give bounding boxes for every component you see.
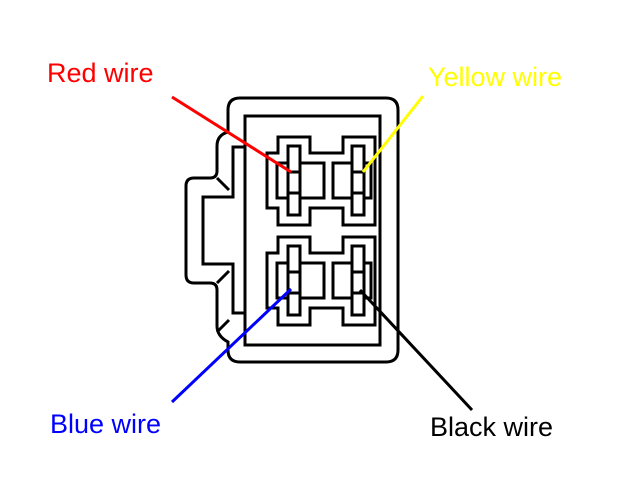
terminal-pin — [286, 144, 302, 217]
connector-housing — [184, 96, 400, 364]
terminal-pin — [286, 244, 302, 317]
terminal-pin — [350, 244, 366, 317]
terminal-pin — [350, 144, 366, 217]
yellow-wire-label: Yellow wire — [428, 62, 563, 92]
yellow-wire-line — [361, 95, 425, 173]
blue-wire-line — [170, 287, 293, 404]
red-wire-label: Red wire — [47, 58, 154, 88]
cavity-outline — [265, 235, 377, 327]
blue-wire-label: Blue wire — [50, 409, 162, 439]
cavity-outline — [265, 135, 377, 227]
red-wire-line — [171, 95, 292, 174]
black-wire-label: Black wire — [430, 412, 554, 442]
black-wire-line — [358, 288, 474, 412]
